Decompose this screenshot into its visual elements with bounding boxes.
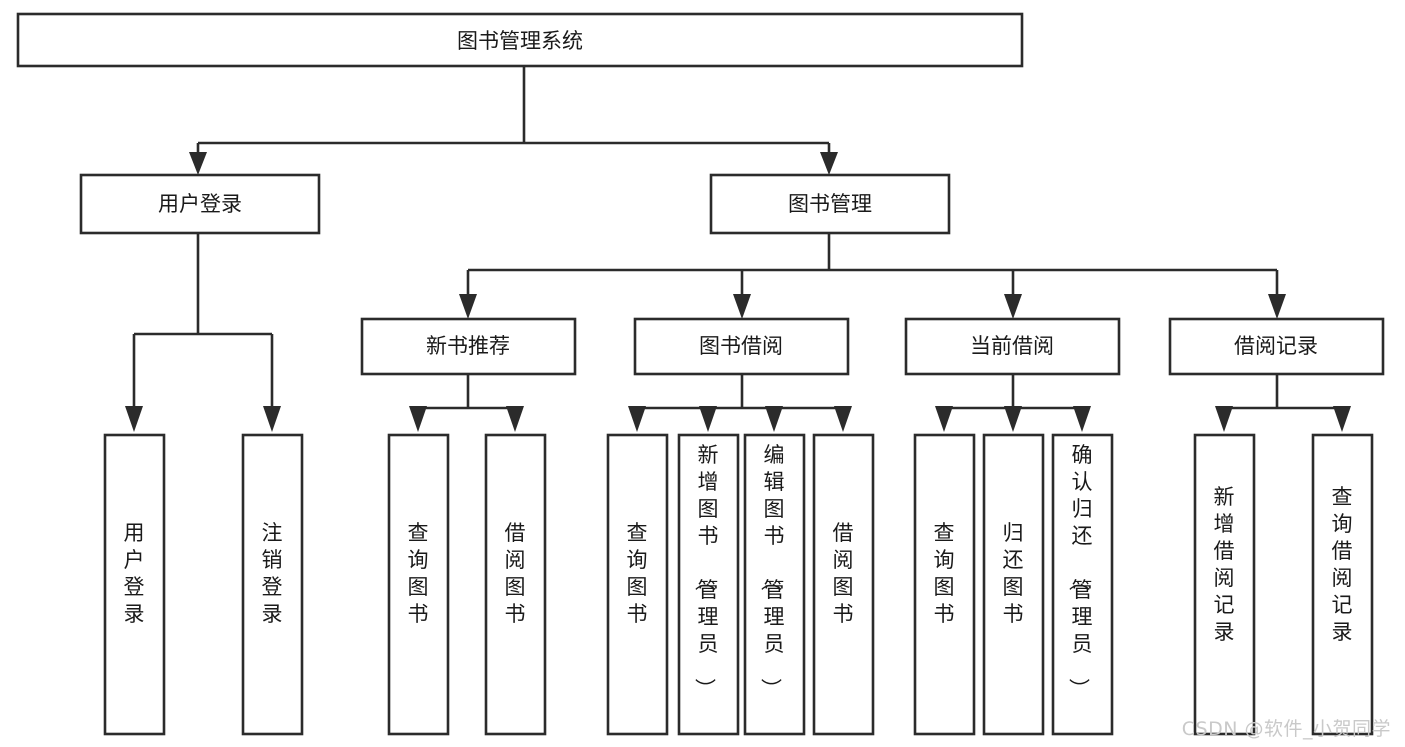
node-leaf-3-label: 查询图书 [408,521,429,626]
arrowhead-leaf-1 [125,406,143,432]
node-leaf-8[interactable]: 借阅图书 [812,433,875,736]
node-leaf-4-box[interactable] [484,433,547,736]
arrowhead-record [1268,294,1286,319]
node-borrow[interactable]: 图书借阅 [633,317,850,376]
arrowhead-bookmgmt [820,152,838,175]
node-leaf-2[interactable]: 注销登录 [241,433,304,736]
node-leaf-1-label: 用户登录 [124,521,145,626]
node-leaf-13-label: 查询借阅记录 [1332,485,1353,644]
leaf-nodes: 用户登录 注销登录 查询图书 借阅图书 查询图书 新增图书（管理员） [103,433,1374,736]
node-leaf-6[interactable]: 新增图书（管理员） [677,433,740,736]
arrowhead-leaf-6 [699,406,717,432]
node-leaf-8-box[interactable] [812,433,875,736]
node-leaf-9[interactable]: 查询图书 [913,433,976,736]
node-leaf-3-box[interactable] [387,433,450,736]
connectors [125,66,1351,432]
node-login-label: 用户登录 [158,192,242,216]
node-leaf-2-box[interactable] [241,433,304,736]
node-leaf-8-label: 借阅图书 [833,521,854,626]
arrowhead-leaf-9 [935,406,953,432]
node-leaf-12-label: 新增借阅记录 [1214,485,1235,644]
node-root-box[interactable] [16,12,1024,68]
node-root-label: 图书管理系统 [457,29,583,53]
node-record-label: 借阅记录 [1234,334,1318,358]
arrowhead-leaf-13 [1333,406,1351,432]
node-leaf-4[interactable]: 借阅图书 [484,433,547,736]
node-leaf-1-box[interactable] [103,433,166,736]
node-current[interactable]: 当前借阅 [904,317,1121,376]
node-leaf-11[interactable]: 确认归还（管理员） [1051,433,1114,736]
node-login[interactable]: 用户登录 [79,173,321,235]
arrowhead-leaf-7 [765,406,783,432]
arrowhead-leaf-3 [409,406,427,432]
node-root[interactable]: 图书管理系统 [16,12,1024,68]
node-leaf-11-label: 确认归还（管理员） [1067,443,1093,699]
node-bookmgmt[interactable]: 图书管理 [709,173,951,235]
arrowhead-leaf-11 [1073,406,1091,432]
node-borrow-label: 图书借阅 [699,334,783,358]
node-current-box[interactable] [904,317,1121,376]
node-bookmgmt-box[interactable] [709,173,951,235]
node-leaf-12[interactable]: 新增借阅记录 [1193,433,1256,736]
node-leaf-11-box[interactable] [1051,433,1114,736]
node-login-box[interactable] [79,173,321,235]
node-leaf-5-label: 查询图书 [627,521,648,626]
arrowhead-leaf-2 [263,406,281,432]
node-borrow-box[interactable] [633,317,850,376]
node-leaf-5[interactable]: 查询图书 [606,433,669,736]
node-leaf-10-box[interactable] [982,433,1045,736]
node-leaf-6-label: 新增图书（管理员） [693,443,719,699]
node-leaf-7-box[interactable] [743,433,806,736]
arrowhead-leaf-10 [1004,406,1022,432]
node-bookmgmt-label: 图书管理 [788,192,872,216]
node-leaf-13[interactable]: 查询借阅记录 [1311,433,1374,736]
arrowhead-login [189,152,207,175]
node-leaf-1[interactable]: 用户登录 [103,433,166,736]
node-leaf-6-box[interactable] [677,433,740,736]
node-newbook-box[interactable] [360,317,577,376]
node-leaf-9-label: 查询图书 [934,521,955,626]
arrowhead-leaf-12 [1215,406,1233,432]
node-leaf-12-box[interactable] [1193,433,1256,736]
node-leaf-9-box[interactable] [913,433,976,736]
node-leaf-13-box[interactable] [1311,433,1374,736]
arrowhead-leaf-4 [506,406,524,432]
node-current-label: 当前借阅 [970,334,1054,358]
node-record-box[interactable] [1168,317,1385,376]
node-leaf-3[interactable]: 查询图书 [387,433,450,736]
node-record[interactable]: 借阅记录 [1168,317,1385,376]
arrowhead-leaf-5 [628,406,646,432]
node-leaf-7-label: 编辑图书（管理员） [759,443,785,699]
arrowhead-newbook [459,294,477,319]
node-leaf-2-label: 注销登录 [262,521,283,626]
arrowhead-borrow [733,294,751,319]
arrowhead-current [1004,294,1022,319]
node-leaf-5-box[interactable] [606,433,669,736]
node-leaf-7[interactable]: 编辑图书（管理员） [743,433,806,736]
node-newbook[interactable]: 新书推荐 [360,317,577,376]
node-leaf-4-label: 借阅图书 [505,521,526,626]
node-newbook-label: 新书推荐 [426,334,510,358]
node-leaf-10-label: 归还图书 [1003,521,1024,626]
arrowhead-leaf-8 [834,406,852,432]
node-leaf-10[interactable]: 归还图书 [982,433,1045,736]
